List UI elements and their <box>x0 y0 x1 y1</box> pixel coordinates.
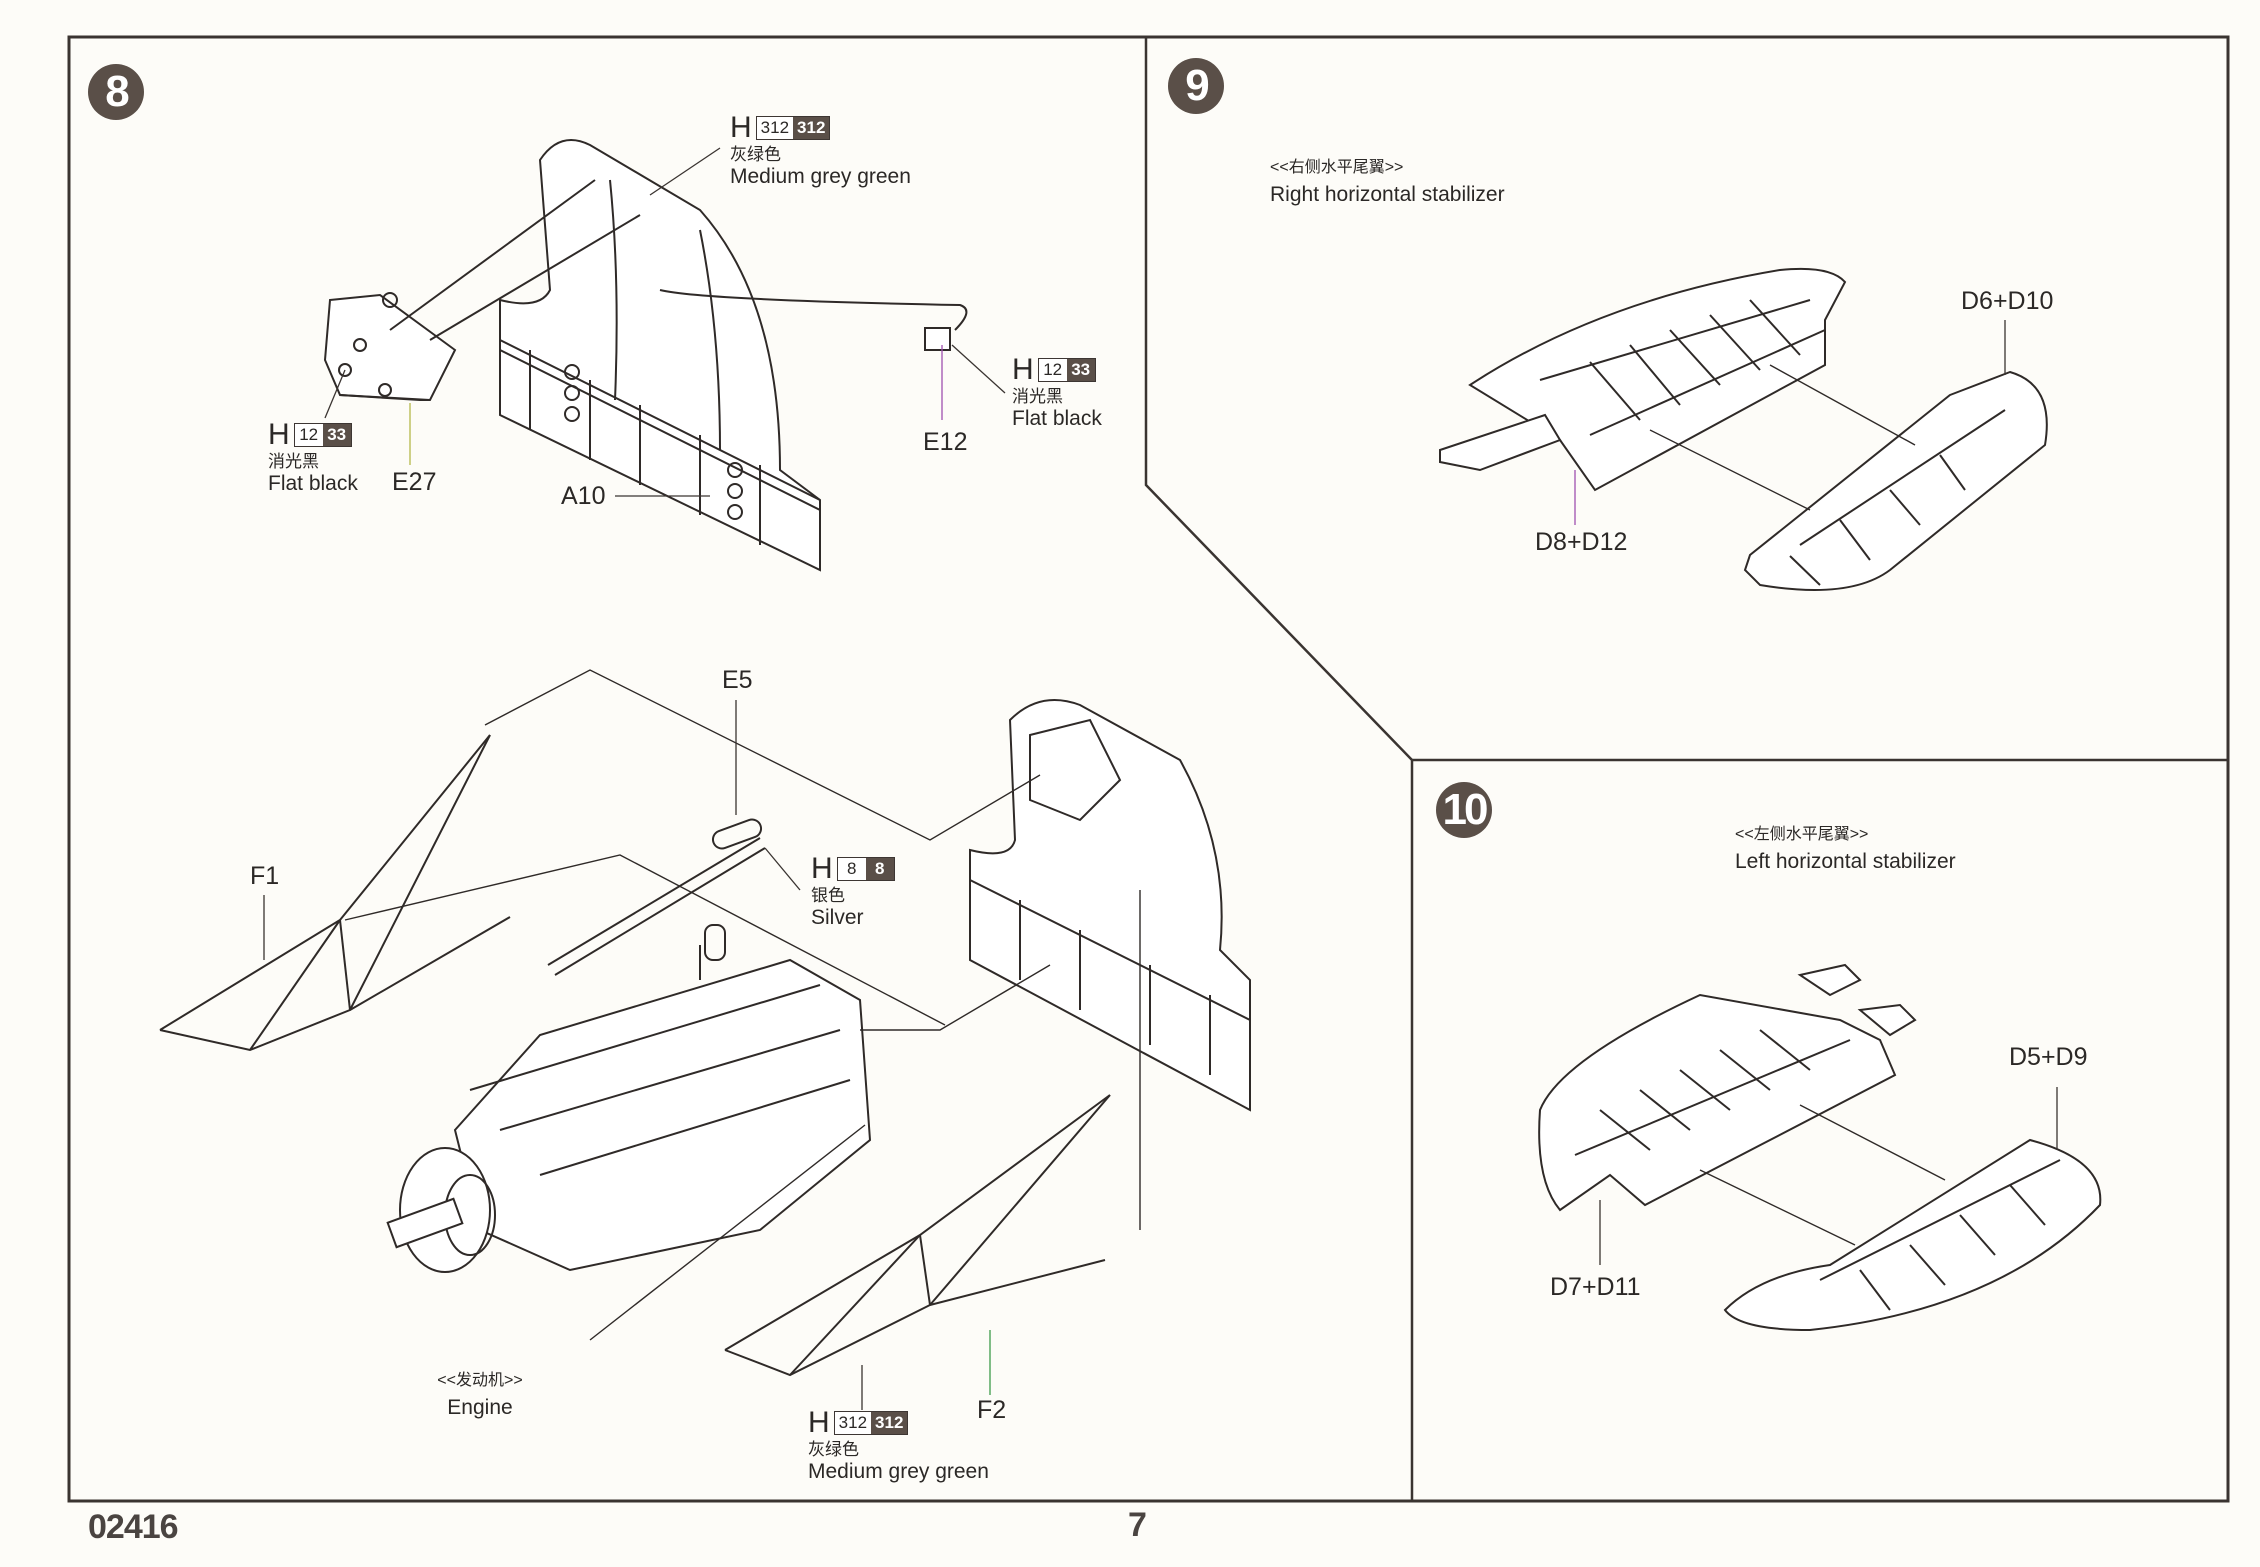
paint-name-en: Medium grey green <box>730 164 911 188</box>
paint-name-cn: 灰绿色 <box>808 1440 859 1459</box>
caption-cn: <<发动机>> <box>437 1372 523 1389</box>
right-stabilizer-drawing <box>1439 267 2048 591</box>
engine-drawing <box>386 924 872 1273</box>
paint-code-light: 12 <box>1038 359 1067 381</box>
paint-name-en: Flat black <box>1012 406 1102 430</box>
page-number: 7 <box>1128 1506 1147 1544</box>
paint-code-box: 8 8 <box>836 857 895 881</box>
part-label-d8-d12: D8+D12 <box>1535 528 1628 556</box>
paint-code-box: 312 312 <box>755 116 831 140</box>
paint-code-light: 8 <box>837 858 866 880</box>
frame-f2-drawing <box>724 1094 1111 1377</box>
step-badge-8: 8 <box>88 64 144 120</box>
paint-callout-flat-black-e12: H 12 33 消光黑 Flat black <box>1012 353 1102 431</box>
paint-name-en: Silver <box>811 905 864 929</box>
caption-cn: <<右侧水平尾翼>> <box>1270 159 1404 176</box>
part-e5-drawing <box>547 818 766 976</box>
paint-brand: H <box>268 418 290 451</box>
paint-code-dark: 312 <box>871 1412 908 1434</box>
paint-name-en: Flat black <box>268 471 358 495</box>
paint-name-en: Medium grey green <box>808 1459 989 1483</box>
paint-code-light: 12 <box>294 424 323 446</box>
paint-code-dark: 312 <box>793 117 830 139</box>
paint-code-box: 12 33 <box>1037 358 1096 382</box>
part-label-e12: E12 <box>923 428 968 456</box>
part-label-e27: E27 <box>392 468 437 496</box>
engine-caption: <<发动机>> Engine <box>400 1366 560 1420</box>
paint-name-cn: 消光黑 <box>1012 387 1063 406</box>
part-label-f2: F2 <box>977 1396 1007 1424</box>
part-label-d6-d10: D6+D10 <box>1961 287 2054 315</box>
paint-brand: H <box>730 111 752 144</box>
paint-callout-silver: H 8 8 银色 Silver <box>811 852 895 930</box>
paint-name-cn: 灰绿色 <box>730 145 781 164</box>
part-label-e5: E5 <box>722 666 753 694</box>
left-stabilizer-drawing <box>1538 963 2102 1332</box>
panel-divider-diagonal <box>1144 37 1414 1501</box>
catalog-number: 02416 <box>88 1508 179 1546</box>
caption-cn: <<左侧水平尾翼>> <box>1735 826 1869 843</box>
part-label-d7-d11: D7+D11 <box>1550 1273 1641 1301</box>
caption-en: Left horizontal stabilizer <box>1735 850 1956 873</box>
part-e27-drawing <box>323 179 641 402</box>
paint-callout-medium-grey-green-top: H 312 312 灰绿色 Medium grey green <box>730 111 911 189</box>
right-stabilizer-caption: <<右侧水平尾翼>> Right horizontal stabilizer <box>1270 153 1505 207</box>
firewall-assembled-drawing <box>969 699 1251 1112</box>
paint-code-dark: 33 <box>1066 359 1095 381</box>
outer-border <box>67 35 2230 1503</box>
paint-code-box: 12 33 <box>293 423 352 447</box>
paint-code-dark: 33 <box>322 424 351 446</box>
step-badge-10: 10 <box>1436 782 1492 838</box>
caption-en: Right horizontal stabilizer <box>1270 183 1505 206</box>
paint-code-light: 312 <box>834 1412 872 1434</box>
firewall-a10-drawing <box>499 139 821 572</box>
paint-name-cn: 银色 <box>811 886 845 905</box>
frame-f1-drawing <box>159 734 511 1052</box>
paint-brand: H <box>1012 353 1034 386</box>
part-label-d5-d9: D5+D9 <box>2009 1043 2088 1071</box>
paint-brand: H <box>808 1406 830 1439</box>
paint-brand: H <box>811 852 833 885</box>
part-label-a10: A10 <box>561 482 606 510</box>
assembly-guide-lines <box>344 669 1141 1341</box>
part-label-f1: F1 <box>250 862 280 890</box>
paint-name-cn: 消光黑 <box>268 452 319 471</box>
caption-en: Engine <box>447 1396 513 1419</box>
paint-callout-medium-grey-green-bottom: H 312 312 灰绿色 Medium grey green <box>808 1406 989 1484</box>
paint-code-light: 312 <box>756 117 794 139</box>
paint-code-dark: 8 <box>865 858 894 880</box>
left-stabilizer-caption: <<左侧水平尾翼>> Left horizontal stabilizer <box>1735 820 1956 874</box>
step-badge-9: 9 <box>1168 58 1224 114</box>
part-e12-drawing <box>659 289 968 351</box>
paint-callout-flat-black-e27: H 12 33 消光黑 Flat black <box>268 418 358 496</box>
paint-code-box: 312 312 <box>833 1411 909 1435</box>
